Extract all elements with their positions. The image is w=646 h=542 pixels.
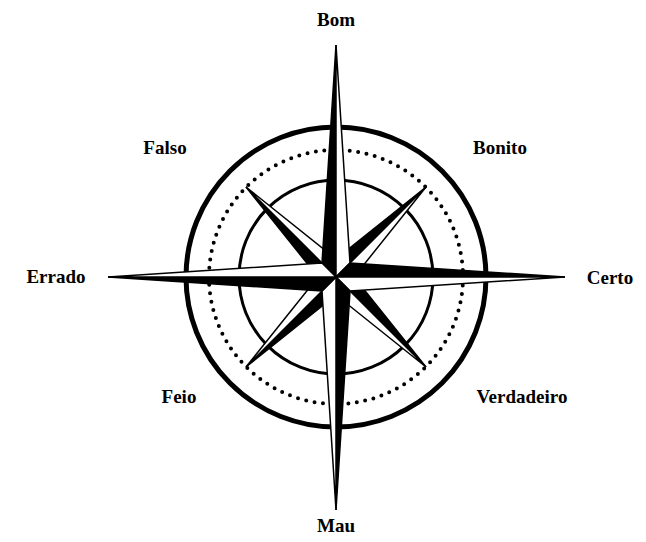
- star-point: [322, 277, 336, 510]
- direction-label: Verdadeiro: [477, 387, 568, 408]
- main-points: [108, 45, 565, 510]
- direction-label: Mau: [317, 516, 355, 537]
- direction-label: Falso: [143, 138, 186, 159]
- star-point: [336, 263, 565, 277]
- star-point: [108, 277, 336, 291]
- star-point: [336, 45, 350, 277]
- direction-label: Certo: [587, 268, 633, 289]
- star-point: [336, 277, 565, 291]
- star-point: [336, 277, 350, 510]
- direction-label: Bonito: [473, 138, 527, 159]
- star-point: [322, 45, 336, 277]
- direction-label: Feio: [162, 387, 197, 408]
- direction-label: Bom: [317, 10, 355, 31]
- direction-label: Errado: [26, 267, 85, 288]
- star-point: [108, 263, 336, 277]
